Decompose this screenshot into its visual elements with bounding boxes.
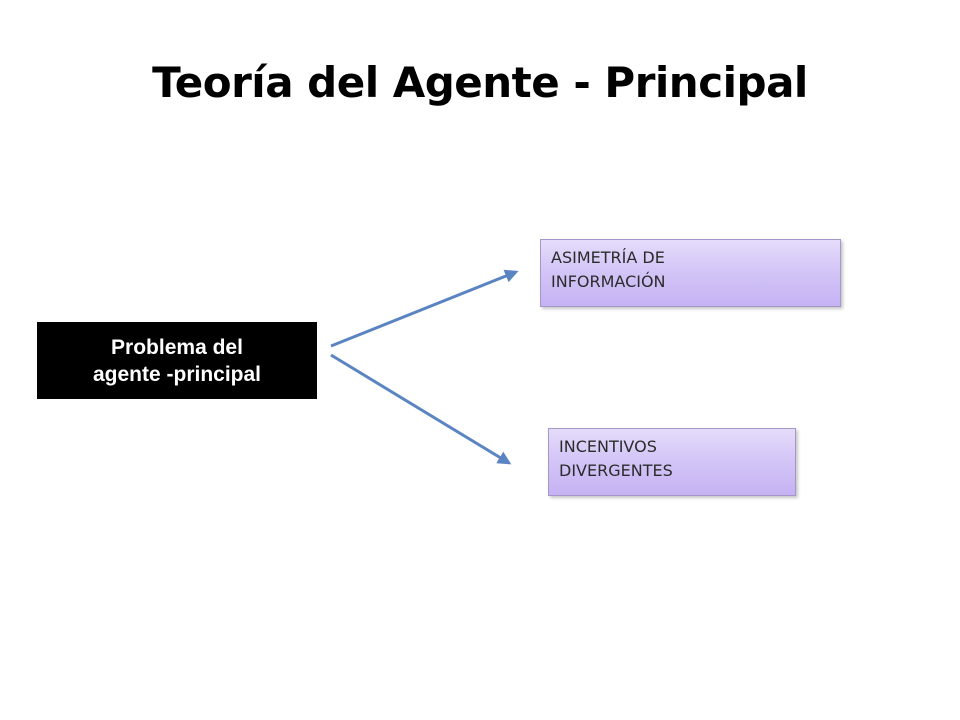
- target-node-asimetria: ASIMETRÍA DE INFORMACIÓN: [540, 239, 841, 307]
- target-node-label: ASIMETRÍA DE INFORMACIÓN: [551, 248, 666, 291]
- source-node: Problema del agente -principal: [37, 322, 317, 399]
- target-node-incentivos: INCENTIVOS DIVERGENTES: [548, 428, 796, 496]
- source-node-label: Problema del agente -principal: [92, 335, 262, 386]
- slide-title: Teoría del Agente - Principal: [152, 58, 808, 107]
- arrow-to-asimetria: [330, 269, 519, 348]
- target-node-label: INCENTIVOS DIVERGENTES: [559, 437, 673, 480]
- arrow-to-incentivos: [330, 353, 512, 465]
